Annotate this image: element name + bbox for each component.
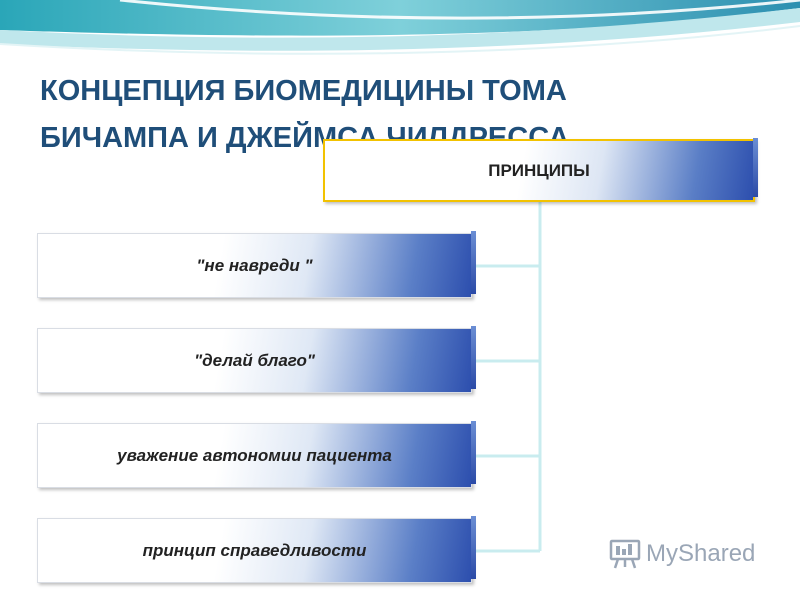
root-label: ПРИНЦИПЫ bbox=[488, 160, 590, 180]
header-swoosh bbox=[0, 0, 800, 55]
watermark-text: MyShared bbox=[646, 540, 756, 567]
principle-box-2: "делай благо" bbox=[37, 326, 476, 393]
principles-root-box: ПРИНЦИПЫ bbox=[323, 138, 758, 202]
principle-box-1: "не навреди " bbox=[37, 231, 476, 298]
watermark: MyShared bbox=[608, 538, 755, 570]
principle-label-1: "не навреди " bbox=[196, 255, 313, 275]
principle-label-2: "делай благо" bbox=[194, 350, 315, 370]
principle-box-4: принцип справедливости bbox=[37, 516, 476, 583]
principle-box-3: уважение автономии пациента bbox=[37, 421, 476, 488]
title-line-1: КОНЦЕПЦИЯ БИОМЕДИЦИНЫ ТОМА bbox=[40, 75, 567, 107]
principle-label-4: принцип справедливости bbox=[142, 540, 367, 560]
presentation-board-icon bbox=[609, 539, 641, 569]
principle-label-3: уважение автономии пациента bbox=[117, 445, 392, 465]
